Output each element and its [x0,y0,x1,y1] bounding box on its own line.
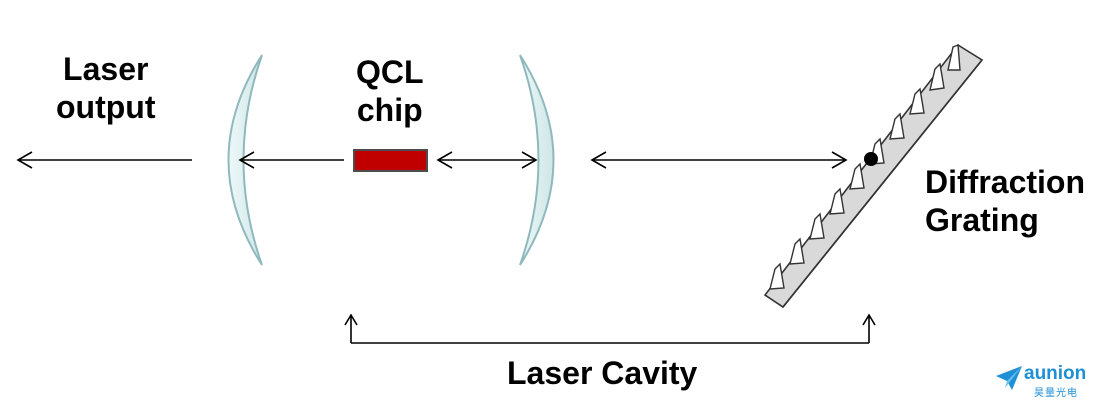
qcl-chip-label: QCL chip [356,53,424,129]
laser-output-line-1: Laser [63,51,149,87]
diffraction-grating-line-2: Grating [925,202,1039,238]
grating-pivot-point [864,152,878,166]
diffraction-grating [763,43,984,309]
qcl-chip-line-2: chip [356,92,423,128]
diffraction-grating-line-1: Diffraction [925,164,1085,200]
qcl-chip-line-1: QCL [356,54,424,90]
qcl-chip [353,149,428,172]
chip-lens-double-arrow [436,151,538,169]
aunion-logo-icon [996,366,1022,390]
laser-cavity-label: Laser Cavity [507,355,698,391]
chip-to-lens-arrow [238,151,344,169]
laser-output-label: Laser output [56,50,156,126]
aunion-wordmark: aunion [1024,363,1087,384]
right-lens [519,54,555,266]
output-arrow [16,151,192,169]
lens-grating-double-arrow [590,151,848,169]
aunion-subtitle: 昊量光电 [1034,388,1078,399]
diffraction-grating-label: Diffraction Grating [925,163,1085,239]
laser-output-line-2: output [56,89,156,125]
left-lens [227,54,263,266]
laser-cavity-bracket [344,313,876,344]
